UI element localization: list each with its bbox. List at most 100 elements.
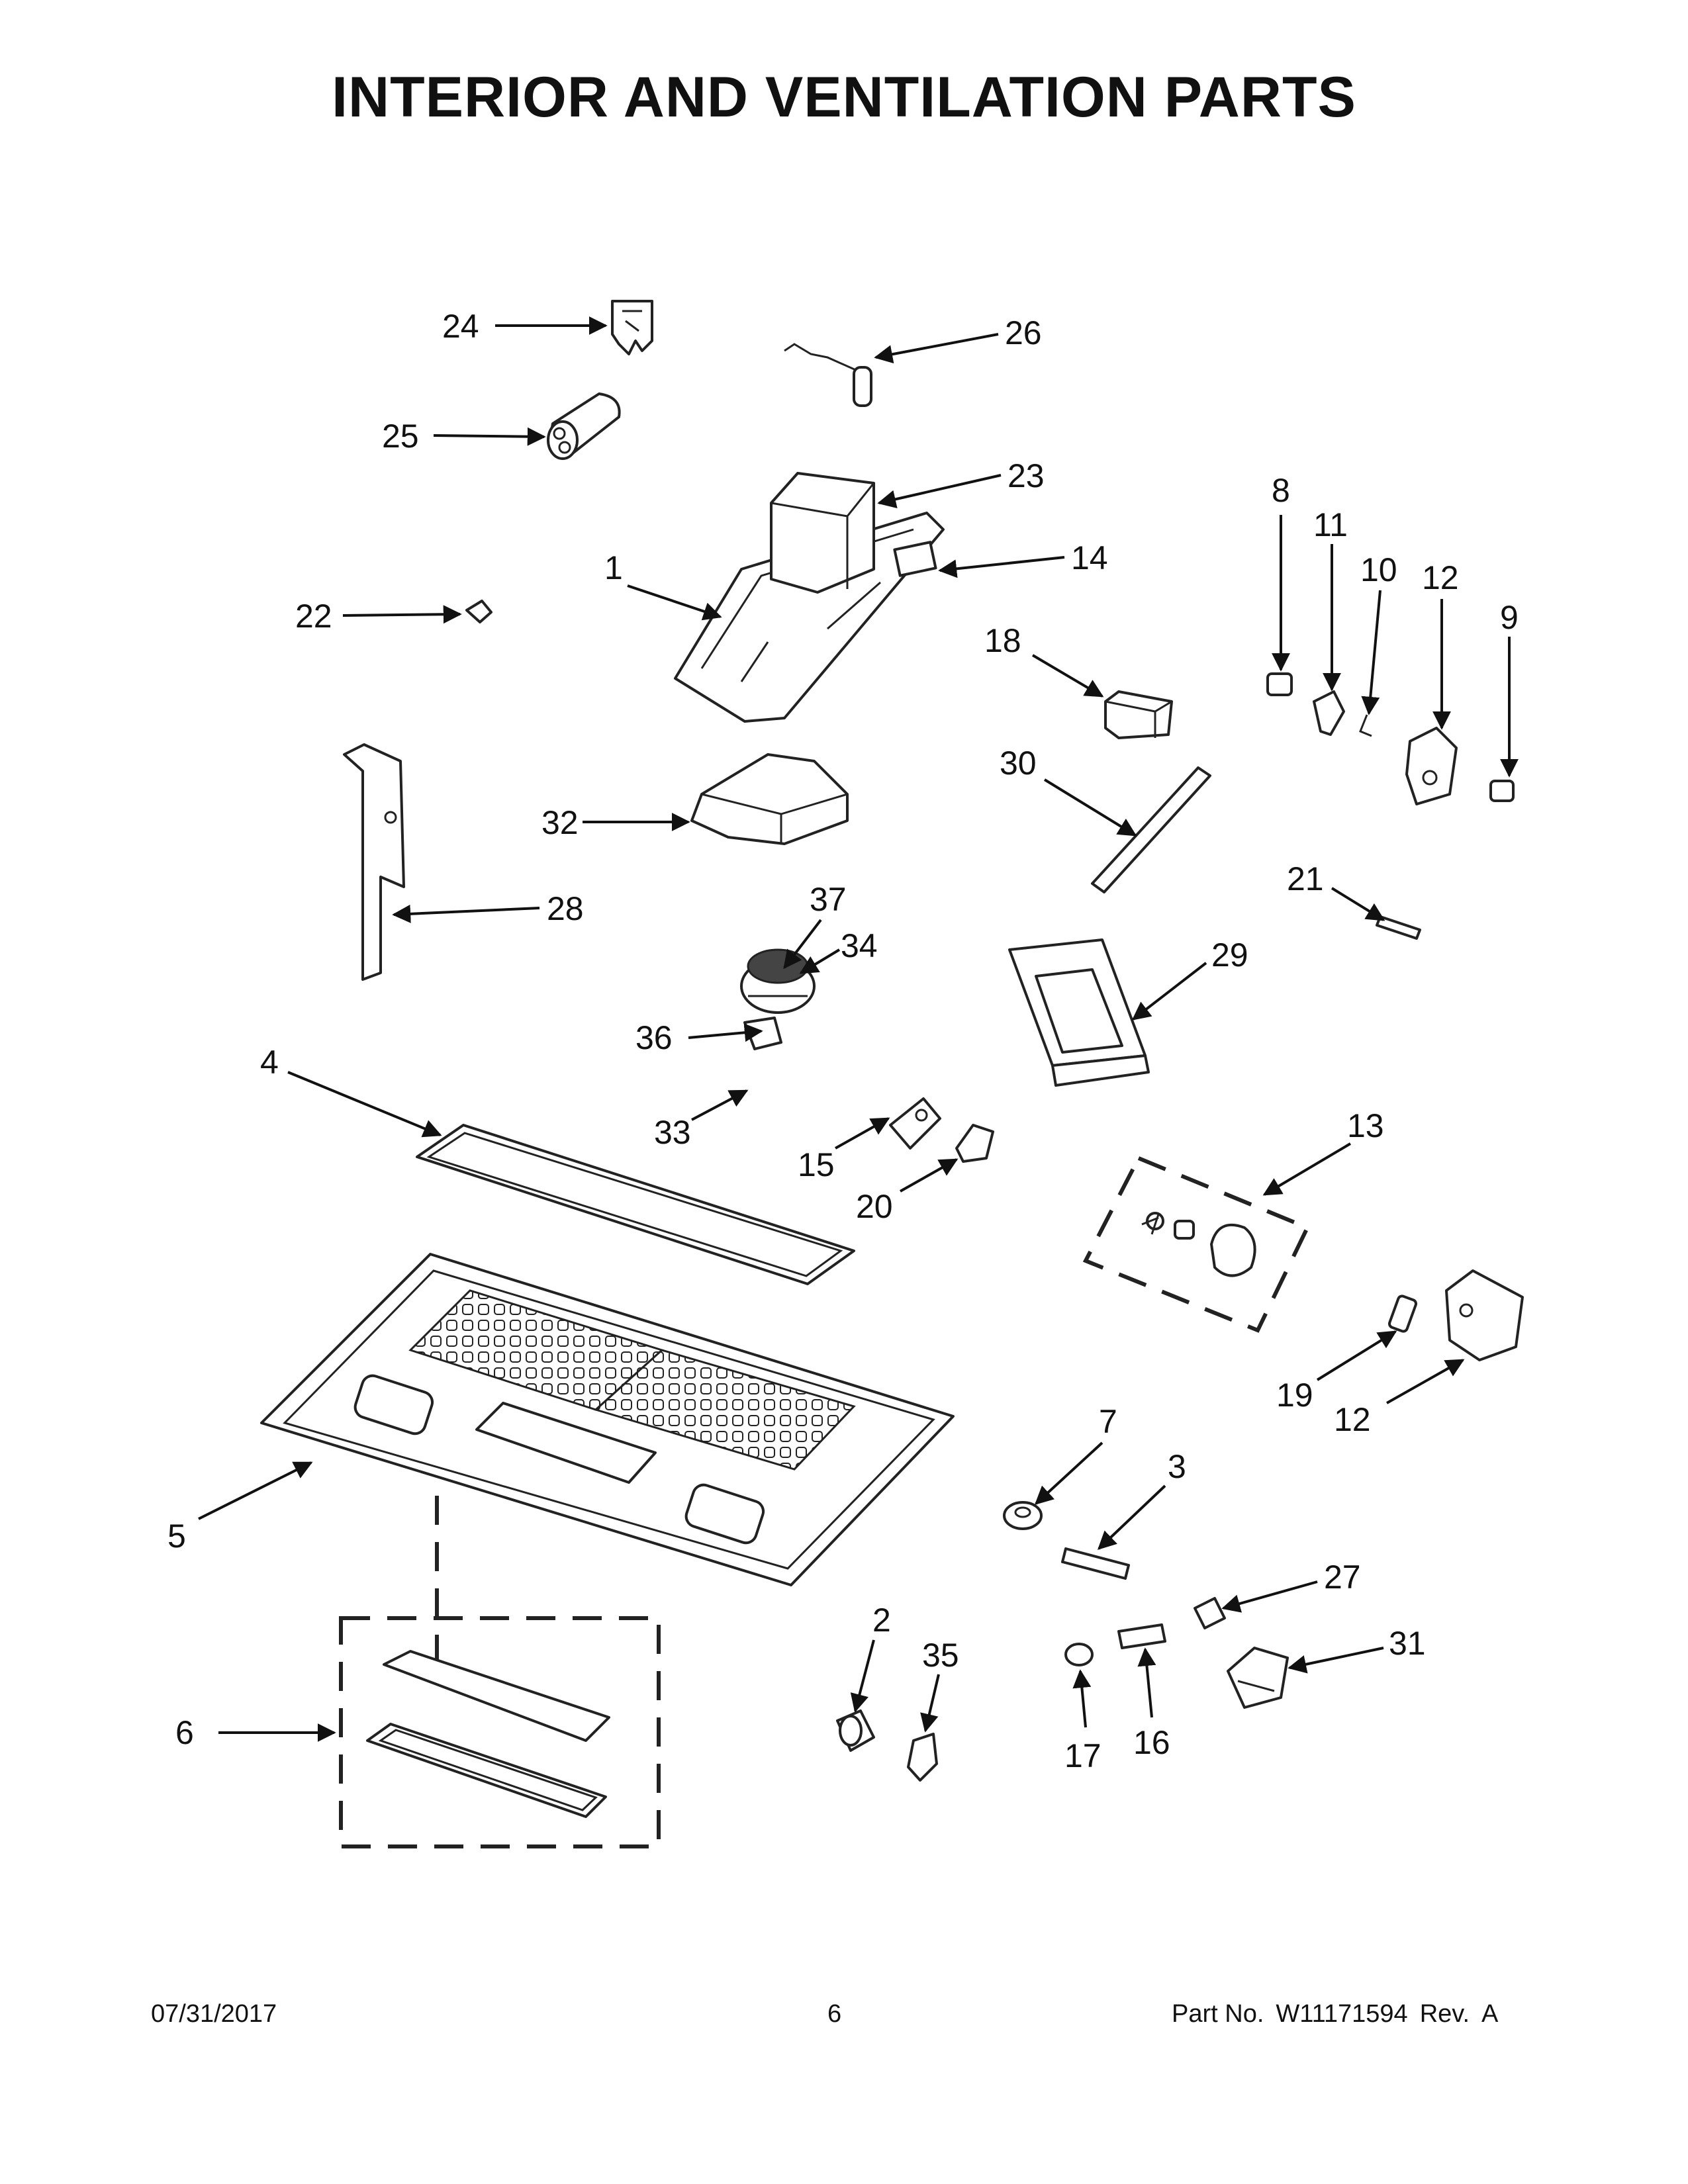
callout-27: 27 bbox=[1324, 1559, 1361, 1596]
callout-1: 1 bbox=[604, 549, 623, 586]
part-3-drawing bbox=[1061, 1547, 1130, 1580]
part-2-35-drawing bbox=[836, 1709, 938, 1782]
callout-30: 30 bbox=[1000, 745, 1037, 782]
part-25-drawing bbox=[547, 392, 621, 460]
rev-label: Rev. bbox=[1419, 2000, 1470, 2028]
leader-18 bbox=[1031, 654, 1104, 698]
callout-20: 20 bbox=[856, 1188, 893, 1225]
footer-page-number: 6 bbox=[827, 2000, 842, 2028]
part-26-drawing bbox=[784, 343, 872, 407]
part-29-drawing bbox=[1008, 938, 1150, 1087]
callout-labels: 24 26 25 23 1 14 8 11 10 12 9 22 18 32 3… bbox=[167, 308, 1519, 1774]
leader-14 bbox=[938, 556, 1065, 578]
callout-36: 36 bbox=[635, 1019, 673, 1056]
part-8-11-10-12-9-drawing bbox=[1266, 672, 1515, 805]
part-5-drawing bbox=[260, 1253, 955, 1586]
callout-12-bottom: 12 bbox=[1334, 1401, 1371, 1438]
callout-15: 15 bbox=[798, 1146, 835, 1183]
callout-3: 3 bbox=[1168, 1448, 1186, 1485]
leader-21 bbox=[1331, 887, 1385, 921]
part-20-drawing bbox=[955, 1124, 994, 1163]
callout-12-top: 12 bbox=[1422, 559, 1459, 596]
part-17-16-drawing bbox=[1064, 1623, 1166, 1666]
callout-17: 17 bbox=[1064, 1737, 1102, 1774]
leader-4 bbox=[287, 1071, 442, 1138]
leader-34 bbox=[799, 948, 841, 974]
leader-23 bbox=[877, 474, 1002, 509]
callout-4: 4 bbox=[260, 1044, 279, 1081]
leader-37 bbox=[783, 919, 822, 970]
callout-7: 7 bbox=[1099, 1403, 1117, 1440]
callout-24: 24 bbox=[442, 308, 479, 345]
part-31-drawing bbox=[1227, 1647, 1289, 1709]
part-27-drawing bbox=[1194, 1597, 1226, 1629]
callout-18: 18 bbox=[984, 622, 1021, 659]
part-22-drawing bbox=[465, 600, 492, 623]
part-18-drawing bbox=[1104, 690, 1173, 739]
part-19-12-drawing bbox=[1387, 1269, 1524, 1361]
callout-29: 29 bbox=[1211, 936, 1248, 974]
part-28-drawing bbox=[343, 743, 405, 981]
leader-12-bottom bbox=[1386, 1359, 1465, 1404]
footer-date: 07/31/2017 bbox=[151, 2000, 277, 2028]
footer-part-info: Part No. W11171594 Rev. A bbox=[1172, 2000, 1510, 2028]
part-7-drawing bbox=[1003, 1501, 1043, 1530]
callout-21: 21 bbox=[1287, 860, 1324, 897]
part-6-drawing bbox=[339, 1496, 661, 1848]
callout-11: 11 bbox=[1313, 506, 1348, 543]
leader-22 bbox=[342, 605, 462, 624]
callout-2: 2 bbox=[872, 1602, 891, 1639]
leader-15 bbox=[835, 1117, 890, 1150]
leader-2 bbox=[850, 1639, 875, 1713]
callout-9: 9 bbox=[1500, 599, 1519, 636]
part-21-drawing bbox=[1376, 915, 1421, 940]
leader-19 bbox=[1316, 1330, 1397, 1381]
part-13-drawing bbox=[1082, 1156, 1311, 1333]
callout-10: 10 bbox=[1360, 551, 1397, 588]
part-32-drawing bbox=[690, 753, 849, 845]
callout-32: 32 bbox=[541, 804, 579, 841]
page-title: INTERIOR AND VENTILATION PARTS bbox=[332, 66, 1356, 129]
leader-1 bbox=[627, 584, 722, 621]
callout-14: 14 bbox=[1071, 539, 1108, 576]
callout-33: 33 bbox=[654, 1114, 691, 1151]
callout-25: 25 bbox=[382, 418, 419, 455]
leader-28 bbox=[392, 904, 540, 923]
leader-3 bbox=[1097, 1484, 1166, 1550]
callout-23: 23 bbox=[1008, 457, 1045, 494]
callout-19: 19 bbox=[1276, 1377, 1313, 1414]
callout-26: 26 bbox=[1005, 314, 1042, 351]
part-label: Part No. bbox=[1172, 2000, 1264, 2028]
callout-37: 37 bbox=[810, 881, 847, 918]
callout-6: 6 bbox=[175, 1714, 194, 1751]
leader-25 bbox=[433, 427, 546, 446]
leader-lines bbox=[198, 316, 1519, 1742]
leader-33 bbox=[691, 1089, 749, 1121]
leader-27 bbox=[1221, 1580, 1318, 1613]
callout-35: 35 bbox=[922, 1637, 959, 1674]
leader-13 bbox=[1262, 1142, 1352, 1196]
leader-35 bbox=[920, 1674, 940, 1733]
leader-16 bbox=[1137, 1647, 1156, 1718]
rev-value: A bbox=[1481, 2000, 1499, 2028]
leader-36 bbox=[688, 1023, 763, 1042]
leader-17 bbox=[1072, 1669, 1092, 1728]
callout-8: 8 bbox=[1272, 472, 1290, 509]
part-15-drawing bbox=[889, 1097, 941, 1150]
leader-26 bbox=[874, 333, 999, 364]
leader-29 bbox=[1131, 962, 1207, 1021]
leader-31 bbox=[1288, 1647, 1384, 1674]
part-24-drawing bbox=[611, 300, 653, 355]
part-number: W11171594 bbox=[1276, 2000, 1408, 2028]
leader-20 bbox=[900, 1158, 959, 1193]
leader-5 bbox=[198, 1461, 313, 1520]
callout-28: 28 bbox=[547, 890, 584, 927]
leader-30 bbox=[1043, 778, 1137, 837]
callout-16: 16 bbox=[1133, 1724, 1170, 1761]
callout-31: 31 bbox=[1389, 1625, 1426, 1662]
part-37-34-36-drawing bbox=[740, 948, 816, 1014]
callout-13: 13 bbox=[1347, 1107, 1384, 1144]
part-4-drawing bbox=[416, 1124, 855, 1285]
part-30-drawing bbox=[1091, 766, 1211, 893]
